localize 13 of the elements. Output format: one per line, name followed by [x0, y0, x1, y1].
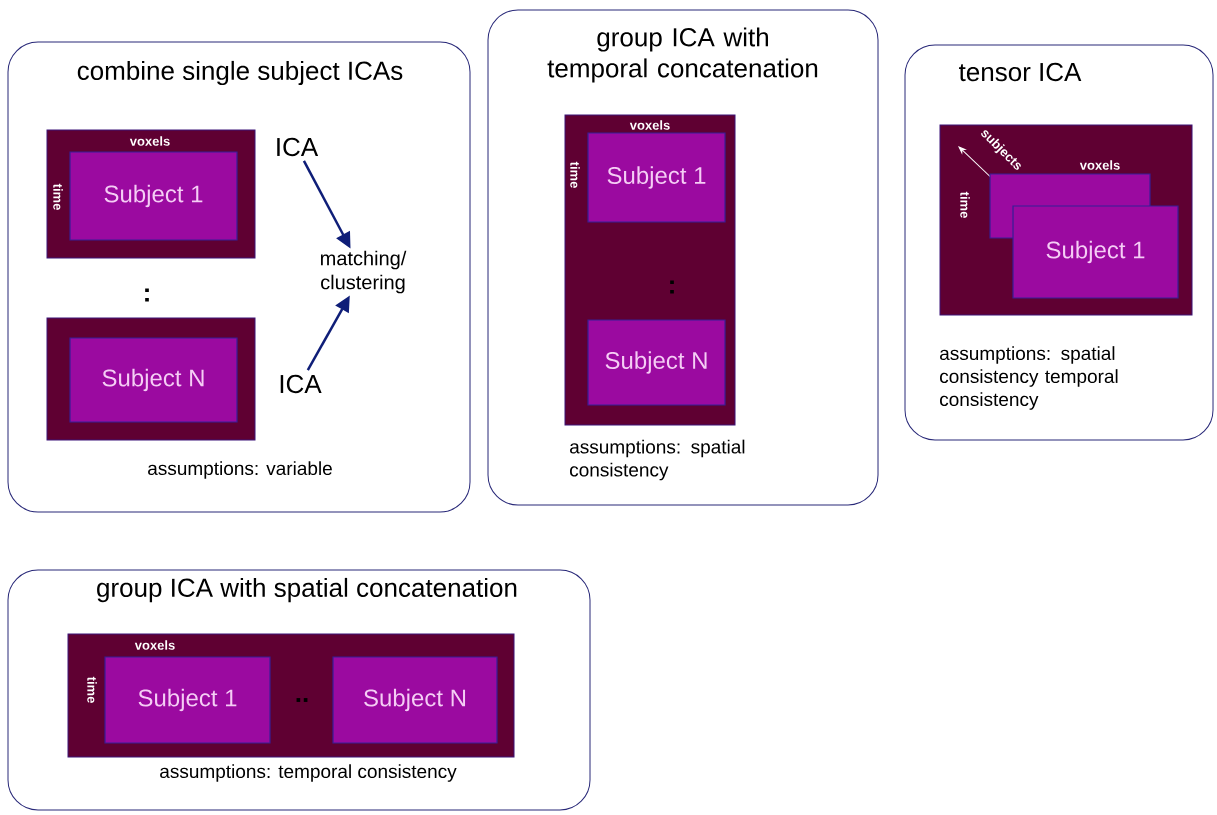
- ellipsis-dots: :: [145, 288, 149, 302]
- text-label: ICA: [280, 374, 322, 394]
- ellipsis-dots: ..: [296, 698, 308, 702]
- ellipsis-dots: :: [670, 280, 674, 294]
- text-label: matching/ clustering: [321, 250, 407, 294]
- subject-block: Subject N: [69, 337, 238, 423]
- text-label: ICA: [277, 137, 319, 157]
- subject-block: Subject N: [332, 656, 498, 744]
- subject-block: Subject 1: [587, 132, 726, 223]
- subject-block: Subject 1: [1012, 205, 1179, 299]
- subject-block: Subject 1: [69, 151, 238, 241]
- subject-block: Subject 1: [104, 656, 271, 744]
- subject-block: Subject N: [587, 319, 726, 406]
